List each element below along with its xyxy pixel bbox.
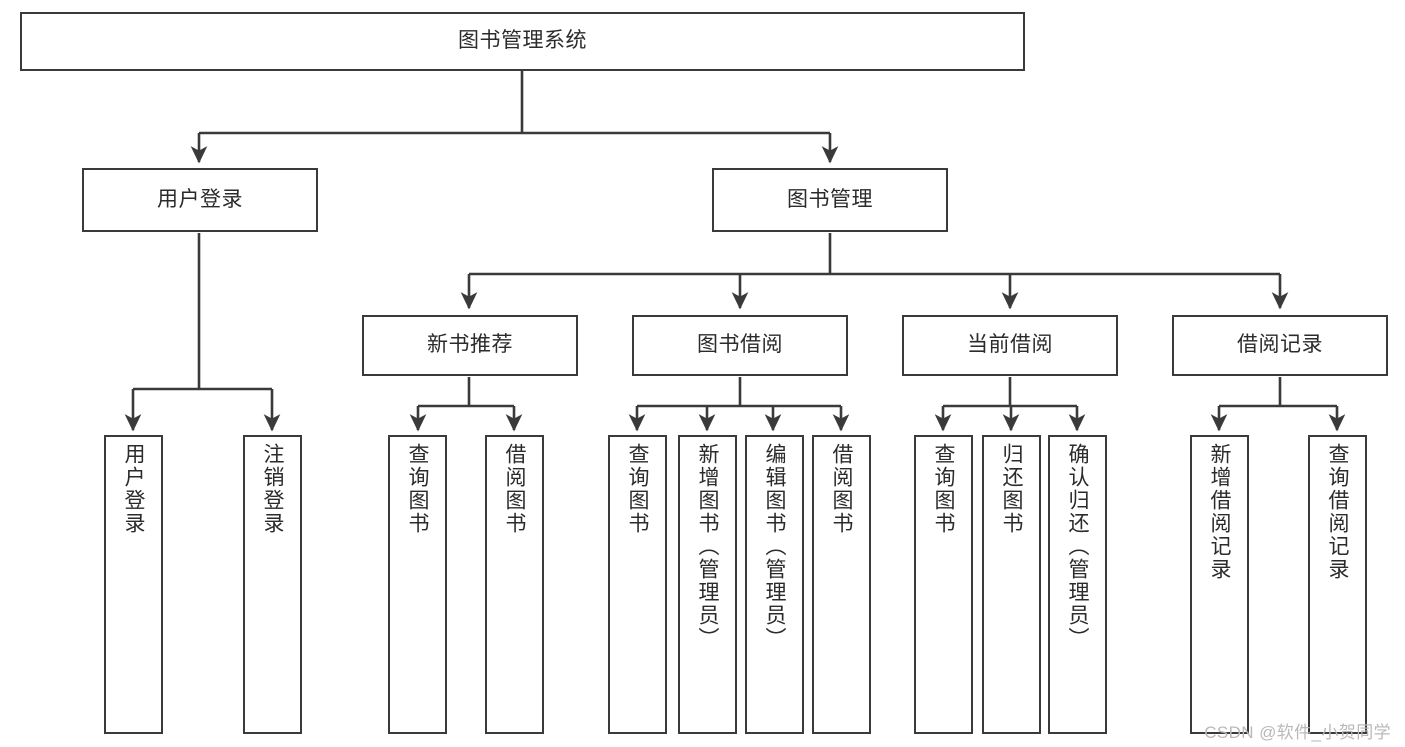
leaf-query-book-rec-label: 查询图书: [406, 443, 429, 535]
node-current-borrow[interactable]: 当前借阅: [902, 315, 1118, 376]
leaf-add-borrow-record-label: 新增借阅记录: [1208, 443, 1231, 581]
leaf-query-book-borrow-label: 查询图书: [626, 443, 649, 535]
node-new-book-recommend[interactable]: 新书推荐: [362, 315, 578, 376]
leaf-borrow-book-label: 借阅图书: [830, 443, 853, 535]
node-user-login-label: 用户登录: [157, 187, 243, 211]
leaf-add-borrow-record[interactable]: 新增借阅记录: [1190, 435, 1249, 734]
node-user-login[interactable]: 用户登录: [82, 168, 318, 232]
leaf-borrow-book[interactable]: 借阅图书: [812, 435, 871, 734]
leaf-query-book-rec[interactable]: 查询图书: [388, 435, 447, 734]
leaf-query-borrow-record[interactable]: 查询借阅记录: [1308, 435, 1367, 734]
leaf-user-login[interactable]: 用户登录: [104, 435, 163, 734]
leaf-confirm-return-admin[interactable]: 确认归还（管理员）: [1048, 435, 1107, 734]
leaf-return-book[interactable]: 归还图书: [982, 435, 1041, 734]
leaf-borrow-book-rec[interactable]: 借阅图书: [485, 435, 544, 734]
node-root-label: 图书管理系统: [458, 29, 587, 53]
leaf-add-book-admin[interactable]: 新增图书（管理员）: [678, 435, 737, 734]
leaf-user-login-label: 用户登录: [122, 443, 145, 535]
node-book-borrow[interactable]: 图书借阅: [632, 315, 848, 376]
node-root[interactable]: 图书管理系统: [20, 12, 1025, 71]
leaf-edit-book-admin[interactable]: 编辑图书（管理员）: [745, 435, 804, 734]
node-borrow-record[interactable]: 借阅记录: [1172, 315, 1388, 376]
leaf-logout-label: 注销登录: [261, 443, 284, 535]
leaf-query-book-current-label: 查询图书: [932, 443, 955, 535]
node-current-borrow-label: 当前借阅: [967, 333, 1053, 357]
leaf-confirm-return-admin-label: 确认归还（管理员）: [1066, 443, 1089, 650]
csdn-watermark: CSDN @软件_小贺同学: [1204, 723, 1391, 742]
node-book-borrow-label: 图书借阅: [697, 333, 783, 357]
leaf-query-book-current[interactable]: 查询图书: [914, 435, 973, 734]
leaf-borrow-book-rec-label: 借阅图书: [503, 443, 526, 535]
leaf-add-book-admin-label: 新增图书（管理员）: [696, 443, 719, 650]
leaf-edit-book-admin-label: 编辑图书（管理员）: [763, 443, 786, 650]
leaf-logout[interactable]: 注销登录: [243, 435, 302, 734]
leaf-query-book-borrow[interactable]: 查询图书: [608, 435, 667, 734]
node-new-book-recommend-label: 新书推荐: [427, 333, 513, 357]
leaf-return-book-label: 归还图书: [1000, 443, 1023, 535]
node-borrow-record-label: 借阅记录: [1237, 333, 1323, 357]
leaf-query-borrow-record-label: 查询借阅记录: [1326, 443, 1349, 581]
node-book-management-label: 图书管理: [787, 187, 873, 211]
node-book-management[interactable]: 图书管理: [712, 168, 948, 232]
